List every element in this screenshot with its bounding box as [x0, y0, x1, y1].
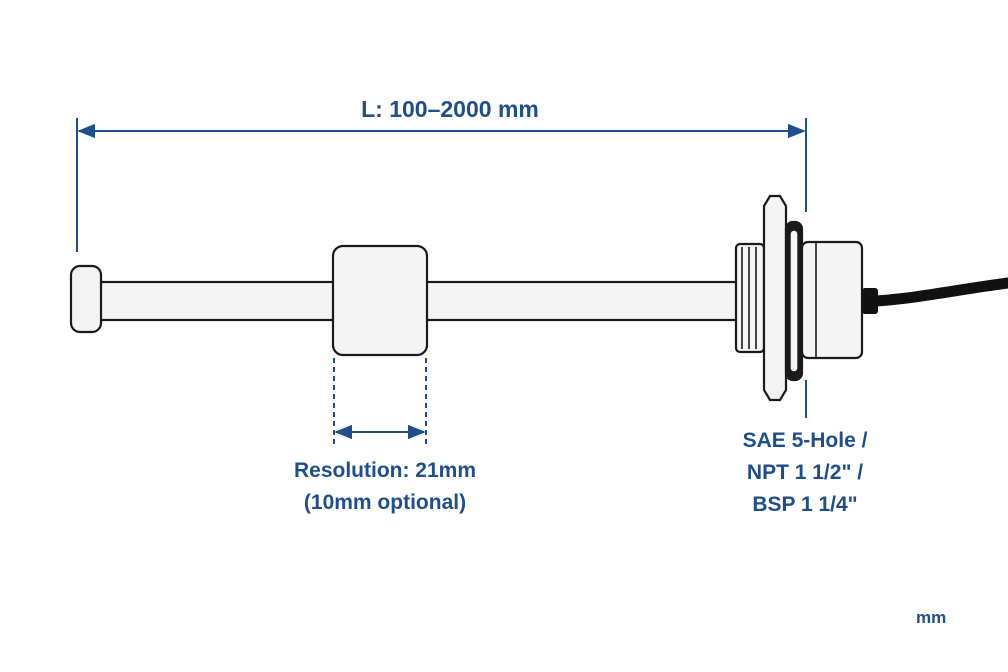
sensor-housing — [800, 240, 864, 360]
length-label: L: 100–2000 mm — [361, 96, 539, 122]
thread-spec-line-3: BSP 1 1/4" — [752, 493, 858, 516]
thread-spec-line-2: NPT 1 1/2" / — [746, 461, 864, 484]
mounting-flange — [762, 194, 788, 402]
resolution-dimension — [333, 358, 427, 448]
thread-section — [734, 242, 766, 354]
cable — [870, 277, 1008, 307]
thread-spec-label: SAE 5-Hole / NPT 1 1/2" / BSP 1 1/4" — [710, 425, 900, 521]
resolution-line-2: (10mm optional) — [303, 491, 467, 514]
length-dimension — [76, 118, 807, 252]
cable-gland — [862, 288, 878, 314]
cable-assembly — [862, 277, 1008, 314]
float — [331, 244, 429, 357]
resolution-label: Resolution: 21mm (10mm optional) — [250, 455, 520, 519]
o-ring-inner — [789, 229, 799, 373]
threaded-fitting — [734, 194, 864, 402]
thread-ridges — [741, 247, 757, 349]
stem-end-cap — [69, 264, 103, 334]
resolution-line-1: Resolution: 21mm — [293, 459, 477, 482]
unit-label: mm — [916, 608, 947, 627]
thread-spec-line-1: SAE 5-Hole / — [742, 429, 868, 452]
